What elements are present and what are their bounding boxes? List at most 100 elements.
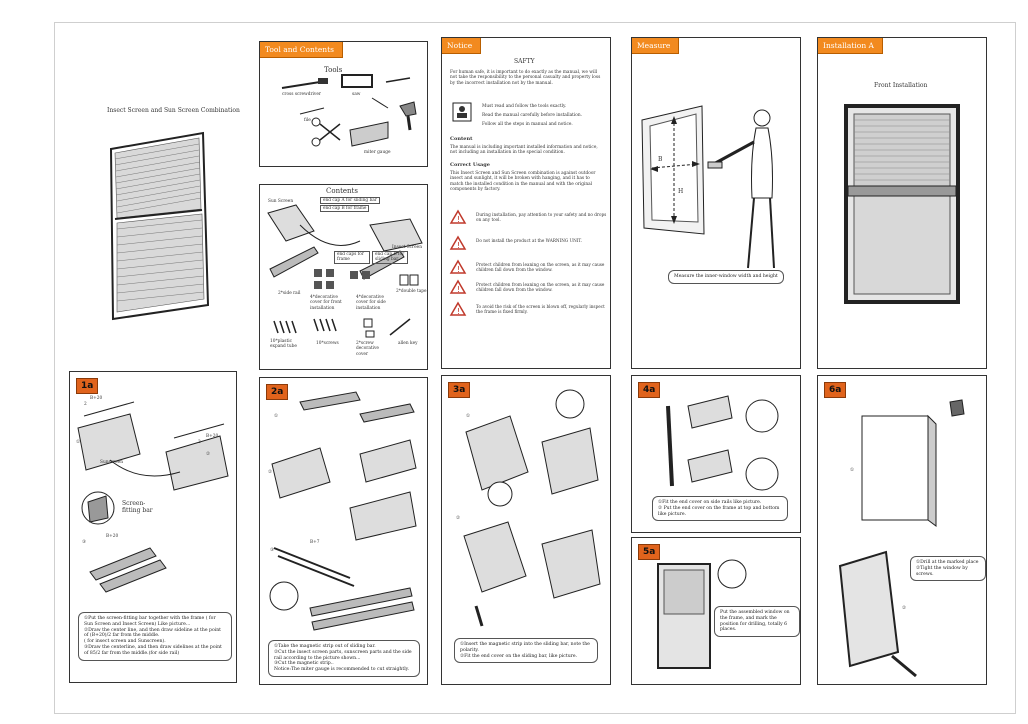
label-end-cap-b: end cap B for frame bbox=[320, 205, 370, 213]
installation-heading: Front Installation bbox=[874, 82, 928, 89]
step-1a-instruction-1: ①Put the screen-fitting bar together wit… bbox=[84, 616, 216, 627]
step-2a-n1: ① bbox=[274, 414, 278, 419]
label-expand-tube: 10*plastic expand tube bbox=[270, 339, 297, 350]
step-2a-instruction-2: ②Cut the insect screen parts, sunscreen … bbox=[274, 649, 412, 661]
step-5a-instructions: Put the assembled window on the frame, a… bbox=[714, 606, 800, 638]
step-2a-instruction-3: ③Cut the magnetic strip.. bbox=[274, 661, 334, 667]
step-4a-instructions: ①Fit the end cover on side rails like pi… bbox=[652, 496, 788, 522]
warning-text-3: Protect children from leaning on the scr… bbox=[476, 262, 605, 273]
contents-illustration bbox=[267, 204, 423, 338]
warning-icon: ! bbox=[449, 209, 467, 224]
warning-text-4: Protect children from leaning on the scr… bbox=[476, 282, 605, 293]
warning-icon: ! bbox=[449, 259, 467, 274]
label-end-cap-a: end cap A for sliding bar bbox=[320, 197, 380, 205]
warning-row-5: ! To avoid the risk of the screen is blo… bbox=[449, 301, 610, 320]
contents-heading: Contents bbox=[326, 187, 358, 195]
installation-tab: Installation A bbox=[818, 38, 883, 54]
tools-panel: Tool and Contents Tools cross screwdrive… bbox=[259, 41, 428, 167]
notice-bullet-1: Must read and follow the tools exactly. bbox=[482, 104, 567, 109]
step-1a-n3: ③ bbox=[82, 540, 86, 545]
step-3a-instruction-2: ②Fit the end cover on the sliding bar, l… bbox=[460, 653, 578, 659]
label-end-caps-frame: end caps for frame bbox=[334, 251, 370, 264]
tool-label-saw: saw bbox=[352, 92, 361, 97]
contents-panel: Contents Sun Screen end cap A for slidin… bbox=[259, 184, 428, 370]
tool-label-screwdriver: cross screwdriver bbox=[282, 92, 321, 97]
step-6a-instruction-1: ①Drill at the marked place bbox=[916, 560, 979, 565]
label-screws: 10*screws bbox=[316, 341, 339, 346]
notice-bullet-3: Follow all the steps in manual and notic… bbox=[482, 122, 573, 127]
step-6a-instruction-2: ②Tight the window by screws. bbox=[916, 565, 968, 577]
step-2a-instructions: ①Take the magnetic strip out of sliding … bbox=[268, 640, 420, 677]
warning-icon: ! bbox=[449, 279, 467, 294]
safety-text: For human safe, it is important to do ex… bbox=[450, 70, 601, 86]
step-badge-3a: 3a bbox=[448, 382, 471, 398]
content-heading: Content bbox=[450, 136, 473, 142]
step-1a-fitting: Screen-fitting bar bbox=[122, 500, 153, 514]
measure-caption: Measure the inner-window width and heigh… bbox=[668, 270, 784, 284]
warning-text-1: During installation, pay attention to yo… bbox=[476, 212, 607, 223]
tools-heading: Tools bbox=[324, 66, 343, 74]
label-screw-cover: 2*screw decorative cover bbox=[356, 341, 379, 357]
warning-icon: ! bbox=[449, 301, 467, 316]
notice-tab: Notice bbox=[442, 38, 482, 54]
step-1a-illustration bbox=[77, 401, 229, 593]
label-insect-screen: Insect Screen bbox=[392, 245, 422, 250]
reading-icon bbox=[452, 102, 472, 122]
step-1a-sunscreen: Sunscreen bbox=[100, 460, 123, 465]
notice-panel: Notice SAFTY For human safe, it is impor… bbox=[441, 37, 611, 369]
step-3a-panel: 3a ① ② ①Insert the magnetic strip into t… bbox=[441, 375, 611, 685]
step-5a-instruction-1: Put the assembled window on the frame, a… bbox=[720, 610, 790, 633]
step-4a-instruction-1: ①Fit the end cover on side rails like pi… bbox=[658, 500, 762, 505]
step-2a-illustration bbox=[269, 391, 417, 631]
warning-text-5: To avoid the risk of the screen is blown… bbox=[476, 304, 605, 315]
step-1a-instructions: ①Put the screen-fitting bar together wit… bbox=[78, 612, 232, 661]
step-badge-1a: 1a bbox=[76, 378, 99, 394]
step-2a-dim: B+7 bbox=[310, 540, 320, 545]
warning-row-2: ! Do not install the product at the WARN… bbox=[449, 235, 610, 254]
step-badge-2a: 2a bbox=[266, 384, 289, 400]
front-installation-illustration bbox=[844, 104, 960, 304]
measure-panel: Measure B H Measure the inner-window wid… bbox=[631, 37, 801, 369]
tools-tab: Tool and Contents bbox=[260, 42, 343, 58]
tool-label-miter: miter gauge bbox=[364, 150, 391, 155]
step-6a-instructions: ①Drill at the marked place ②Tight the wi… bbox=[910, 556, 986, 582]
svg-text:!: ! bbox=[457, 265, 460, 274]
step-2a-panel: 2a ① ② ③ B+7 ①Take the magnetic strip ou… bbox=[259, 377, 428, 685]
label-decor-front: 4*decorative cover for front installatio… bbox=[310, 295, 342, 311]
step-1a-instruction-4: ③Draw the centerline, and then draw side… bbox=[84, 644, 222, 656]
usage-heading: Correct Usage bbox=[450, 162, 490, 168]
measure-illustration bbox=[641, 105, 775, 269]
step-2a-n2: ② bbox=[268, 470, 272, 475]
step-3a-instruction-1: ①Insert the magnetic strip into the slid… bbox=[460, 642, 590, 653]
step-6a-n2: ② bbox=[902, 606, 906, 611]
step-1a-panel: 1a B+20 2 B+20 2 Sunscreen Screen-fittin… bbox=[69, 371, 237, 683]
svg-text:!: ! bbox=[457, 215, 460, 224]
installation-panel: Installation A Front Installation bbox=[817, 37, 987, 369]
cover-panel: Insect Screen and Sun Screen Combination bbox=[65, 37, 247, 367]
notice-bullet-2: Read the manual carefully before install… bbox=[482, 113, 582, 118]
step-1a-instruction-3: ( for insect screen and Sunscreen). bbox=[84, 639, 166, 645]
step-3a-instructions: ①Insert the magnetic strip into the slid… bbox=[454, 638, 598, 664]
step-3a-n1: ① bbox=[466, 414, 470, 419]
manual-sheet: Insect Screen and Sun Screen Combination… bbox=[54, 22, 1016, 714]
content-text: The manual is including important instal… bbox=[450, 145, 598, 156]
step-1a-right-dim: B+20 bbox=[206, 434, 219, 439]
step-4a-instruction-2: ② Put the end cover on the frame at top … bbox=[658, 505, 780, 517]
warning-row-1: ! During installation, pay attention to … bbox=[449, 209, 610, 228]
tools-illustration bbox=[281, 74, 417, 147]
warning-row-3: ! Protect children from leaning on the s… bbox=[449, 259, 610, 278]
label-double-tape: 2*double tape bbox=[396, 289, 427, 294]
label-end-cap-sliding: end cap B for sliding bar bbox=[372, 251, 408, 264]
svg-text:!: ! bbox=[457, 241, 460, 250]
step-6a-illustration bbox=[838, 399, 965, 678]
step-1a-right-dim-2: 2 bbox=[198, 440, 201, 445]
step-5a-panel: 5a Put the assembled window on the frame… bbox=[631, 537, 801, 685]
step-2a-n3: ③ bbox=[270, 548, 274, 553]
step-1a-top-dim-2: 2 bbox=[84, 402, 87, 407]
step-6a-panel: 6a ① ② ①Drill at the marked place ②Tight… bbox=[817, 375, 987, 685]
label-side-rail: 2*side rail bbox=[278, 291, 301, 296]
step-1a-n2: ② bbox=[206, 452, 210, 457]
measure-tab: Measure bbox=[632, 38, 680, 54]
step-2a-instruction-1: ①Take the magnetic strip out of sliding … bbox=[274, 644, 376, 649]
step-1a-n1: ① bbox=[76, 440, 80, 445]
